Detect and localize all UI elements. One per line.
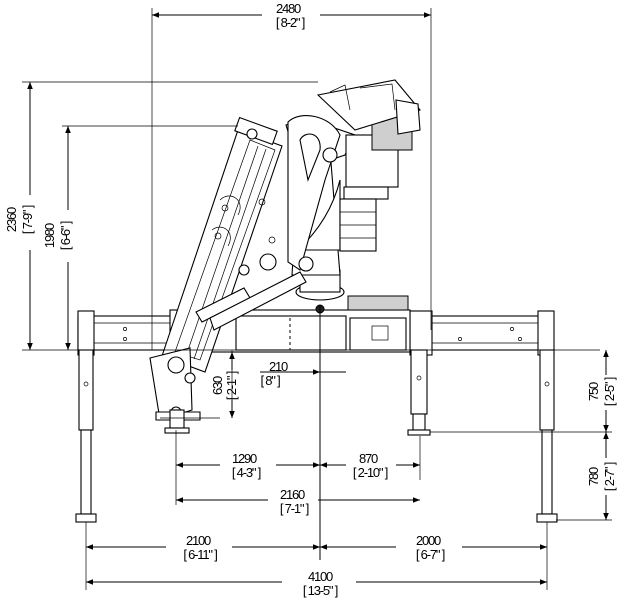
dim-outer-left-mm: 2100 (186, 533, 211, 548)
dim-stabilizer-stroke-mm: 780 (586, 467, 601, 486)
dim-outer-right-ft: [ 6-7" ] (416, 547, 445, 562)
dim-overall-width-ft: [ 8-2" ] (276, 15, 305, 30)
stabilizer-leg-left-outer (75, 349, 97, 523)
dim-stabilizer-height-mm: 750 (586, 382, 601, 401)
dim-stabilizer-height-ft: [ 2-5" ] (602, 377, 617, 406)
dim-inner-left-ft: [ 4-3" ] (232, 465, 261, 480)
dim-column-offset-mm: 210 (269, 359, 288, 374)
dim-inner-total-mm: 2160 (280, 487, 305, 502)
dim-total-height-ft: [ 7-9" ] (20, 205, 35, 234)
dim-inner-total-ft: [ 7-1" ] (280, 501, 309, 516)
dim-overall-width-mm: 2480 (276, 1, 301, 16)
dim-column-offset-ft: [ 8" ] (260, 373, 280, 388)
dim-outer-total-mm: 4100 (308, 569, 333, 584)
dimension-lines (27, 12, 609, 585)
dimension-labels: 2480 [ 8-2" ] 2360 [ 7-9" ] 1980 [ 6-6" … (4, 1, 617, 598)
extension-lines (22, 8, 612, 590)
dim-inner-left-mm: 1290 (232, 451, 257, 466)
dim-inner-right-mm: 870 (359, 451, 378, 466)
dim-outer-total-ft: [ 13-5" ] (303, 583, 338, 598)
dim-outer-right-mm: 2000 (416, 533, 441, 548)
stabilizer-leg-right-inner (407, 349, 431, 436)
dim-inner-right-ft: [ 2-10" ] (353, 465, 388, 480)
dim-outer-left-ft: [ 6-11" ] (183, 547, 217, 562)
knuckle-boom (149, 116, 307, 421)
stabilizer-leg-left-inner (164, 409, 190, 434)
dim-stabilizer-stroke-ft: [ 2-7" ] (602, 462, 617, 491)
dim-boom-drop-mm: 630 (210, 376, 225, 395)
main-boom (285, 115, 356, 272)
stabilizer-leg-right-outer (536, 349, 558, 523)
dim-boom-height-mm: 1980 (42, 223, 57, 248)
dim-boom-height-ft: [ 6-6" ] (58, 221, 73, 250)
dim-boom-drop-ft: [ 2-1" ] (224, 371, 239, 400)
crane-drawing (75, 79, 558, 560)
control-stand (316, 79, 421, 252)
dim-total-height-mm: 2360 (4, 207, 19, 232)
